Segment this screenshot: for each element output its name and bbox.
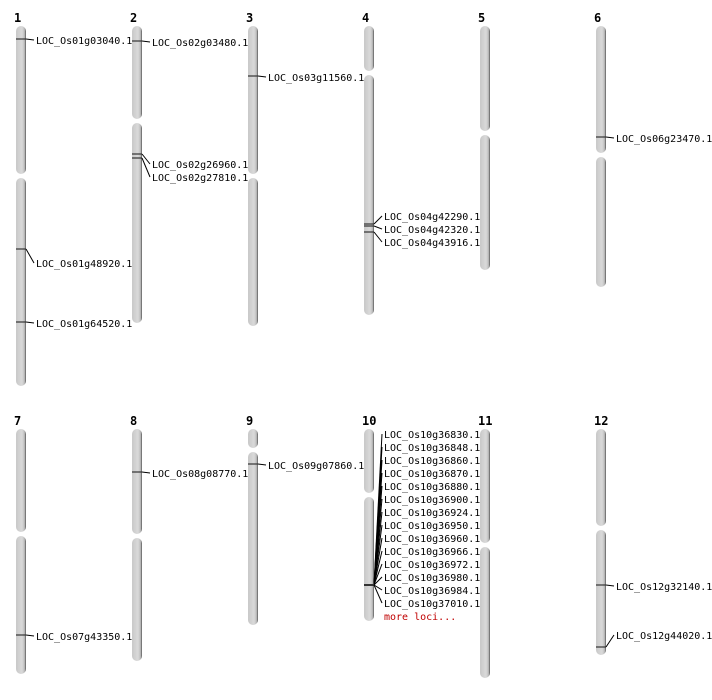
chromosome-arm-long [248, 452, 258, 625]
chromosome-label: 7 [14, 414, 21, 428]
chromosome-arm-short [364, 429, 374, 493]
locus-label[interactable]: LOC_Os10g36880.1 [384, 482, 480, 493]
locus-marker[interactable]: LOC_Os03g11560.1 [248, 73, 364, 84]
locus-marker[interactable]: LOC_Os01g64520.1 [16, 319, 132, 330]
locus-label[interactable]: LOC_Os10g36966.1 [384, 547, 480, 558]
locus-marker[interactable]: LOC_Os09g07860.1 [248, 461, 364, 472]
chromosome-label: 11 [478, 414, 492, 428]
locus-label[interactable]: LOC_Os04g42320.1 [384, 225, 480, 236]
locus-label[interactable]: LOC_Os10g36870.1 [384, 469, 480, 480]
locus-label[interactable]: LOC_Os06g23470.1 [616, 134, 712, 145]
locus-label[interactable]: LOC_Os01g03040.1 [36, 36, 132, 47]
chromosome-arm-short [16, 26, 26, 174]
locus-label[interactable]: LOC_Os04g42290.1 [384, 212, 480, 223]
chromosome-label: 12 [594, 414, 608, 428]
locus-marker[interactable]: LOC_Os02g26960.1 [132, 153, 248, 171]
locus-label[interactable]: LOC_Os09g07860.1 [268, 461, 364, 472]
chromosome-2[interactable]: 2LOC_Os02g03480.1LOC_Os02g26960.1LOC_Os0… [130, 11, 248, 323]
chromosome-arm-long [480, 547, 490, 678]
locus-marker[interactable]: LOC_Os12g44020.1 [596, 631, 712, 648]
chromosome-arm-long [132, 123, 142, 323]
locus-label[interactable]: LOC_Os02g03480.1 [152, 38, 248, 49]
chromosome-arm-short [480, 26, 490, 131]
chromosome-10[interactable]: 10LOC_Os10g36830.1LOC_Os10g36848.1LOC_Os… [362, 414, 480, 623]
locus-marker[interactable]: LOC_Os10g36980.1 [364, 573, 480, 586]
chromosome-arm-short [364, 26, 374, 71]
chromosome-arm-long [132, 538, 142, 661]
chromosome-label: 8 [130, 414, 137, 428]
chromosome-arm-long [248, 178, 258, 326]
locus-label[interactable]: LOC_Os10g36980.1 [384, 573, 480, 584]
locus-label[interactable]: LOC_Os12g44020.1 [616, 631, 712, 642]
chromosome-arm-short [248, 429, 258, 448]
locus-label[interactable]: LOC_Os10g36830.1 [384, 430, 480, 441]
locus-label[interactable]: LOC_Os10g36860.1 [384, 456, 480, 467]
chromosome-arm-long [480, 135, 490, 270]
chromosome-arm-long [16, 178, 26, 386]
locus-marker[interactable]: LOC_Os02g27810.1 [132, 157, 248, 184]
chromosome-label: 3 [246, 11, 253, 25]
chromosome-arm-long [16, 536, 26, 674]
locus-marker[interactable]: LOC_Os04g43916.1 [364, 231, 480, 249]
chromosome-arm-short [132, 429, 142, 534]
locus-marker[interactable]: LOC_Os04g42320.1 [364, 225, 480, 236]
locus-label[interactable]: LOC_Os01g64520.1 [36, 319, 132, 330]
locus-label[interactable]: LOC_Os10g36950.1 [384, 521, 480, 532]
more-loci-link[interactable]: more loci... [384, 612, 456, 623]
chromosome-arm-short [16, 429, 26, 532]
locus-label[interactable]: LOC_Os10g36984.1 [384, 586, 480, 597]
chromosome-arm-short [248, 26, 258, 174]
chromosome-label: 2 [130, 11, 137, 25]
locus-label[interactable]: LOC_Os03g11560.1 [268, 73, 364, 84]
chromosome-arm-short [596, 429, 606, 526]
chromosome-1[interactable]: 1LOC_Os01g03040.1LOC_Os01g48920.1LOC_Os0… [14, 11, 132, 386]
locus-label[interactable]: LOC_Os10g36972.1 [384, 560, 480, 571]
locus-label[interactable]: LOC_Os10g36960.1 [384, 534, 480, 545]
chromosome-11[interactable]: 11 [478, 414, 492, 678]
chromosome-arm-long [596, 157, 606, 287]
locus-marker[interactable]: LOC_Os01g48920.1 [16, 248, 132, 270]
locus-marker[interactable]: LOC_Os12g32140.1 [596, 582, 712, 593]
chromosome-arm-short [596, 26, 606, 153]
locus-marker[interactable]: LOC_Os07g43350.1 [16, 632, 132, 643]
locus-label[interactable]: LOC_Os08g08770.1 [152, 469, 248, 480]
chromosome-arm-short [480, 429, 490, 543]
locus-label[interactable]: LOC_Os10g36924.1 [384, 508, 480, 519]
chromosome-label: 5 [478, 11, 485, 25]
locus-label[interactable]: LOC_Os02g27810.1 [152, 173, 248, 184]
chromosome-arm-long [364, 497, 374, 621]
locus-marker[interactable]: LOC_Os01g03040.1 [16, 36, 132, 47]
locus-label[interactable]: LOC_Os04g43916.1 [384, 238, 480, 249]
chromosome-5[interactable]: 5 [478, 11, 490, 270]
locus-label[interactable]: LOC_Os02g26960.1 [152, 160, 248, 171]
chromosome-label: 1 [14, 11, 21, 25]
chromosome-label: 4 [362, 11, 369, 25]
chromosome-arm-short [132, 26, 142, 119]
chromosome-4[interactable]: 4LOC_Os04g42290.1LOC_Os04g42320.1LOC_Os0… [362, 11, 480, 315]
chromosome-arm-long [596, 530, 606, 655]
locus-label[interactable]: LOC_Os10g36900.1 [384, 495, 480, 506]
locus-label[interactable]: LOC_Os01g48920.1 [36, 259, 132, 270]
chromosome-label: 6 [594, 11, 601, 25]
locus-label[interactable]: LOC_Os12g32140.1 [616, 582, 712, 593]
locus-marker[interactable]: LOC_Os08g08770.1 [132, 469, 248, 480]
locus-marker[interactable]: LOC_Os02g03480.1 [132, 38, 248, 49]
locus-label[interactable]: LOC_Os07g43350.1 [36, 632, 132, 643]
locus-marker[interactable]: LOC_Os10g37010.1 [364, 584, 480, 610]
locus-label[interactable]: LOC_Os10g37010.1 [384, 599, 480, 610]
locus-marker[interactable]: LOC_Os06g23470.1 [596, 134, 712, 145]
chromosome-arm-long [364, 75, 374, 315]
locus-marker[interactable]: LOC_Os10g36984.1 [364, 584, 480, 597]
locus-marker[interactable]: LOC_Os04g42290.1 [364, 212, 480, 225]
locus-label[interactable]: LOC_Os10g36848.1 [384, 443, 480, 454]
chromosome-label: 9 [246, 414, 253, 428]
chromosome-label: 10 [362, 414, 376, 428]
